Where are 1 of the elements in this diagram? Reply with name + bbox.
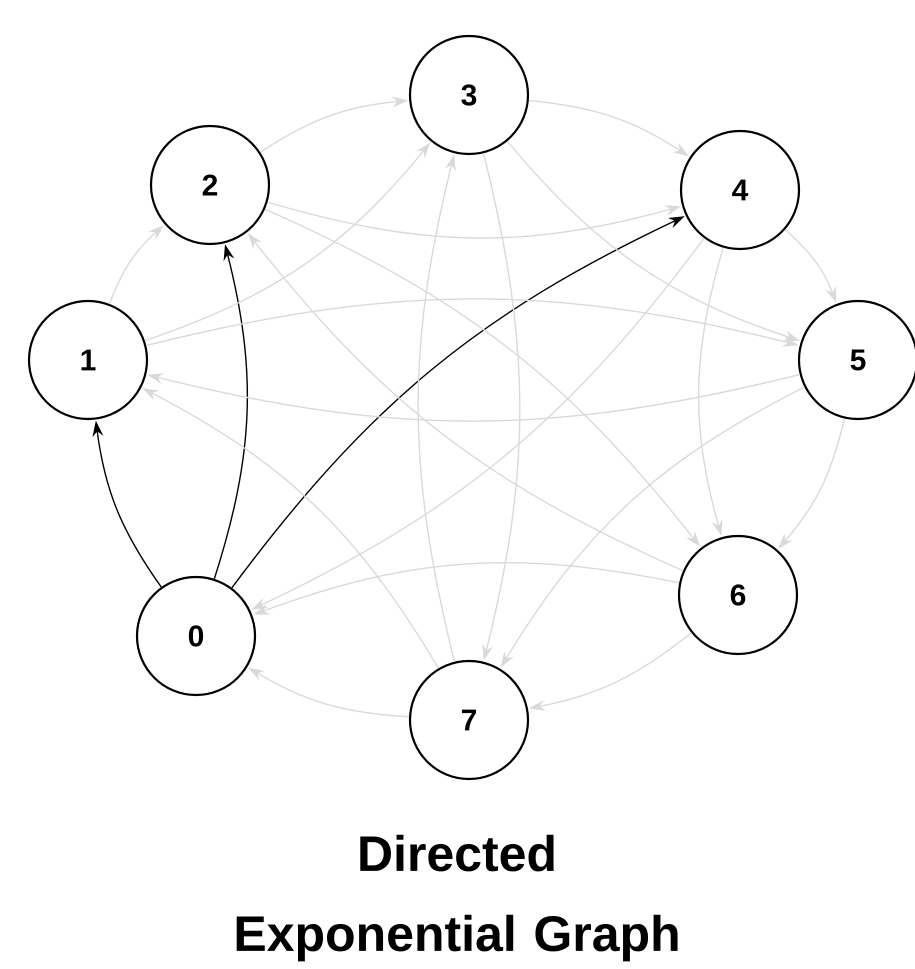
title: Directed Exponential Graph — [236, 834, 678, 962]
